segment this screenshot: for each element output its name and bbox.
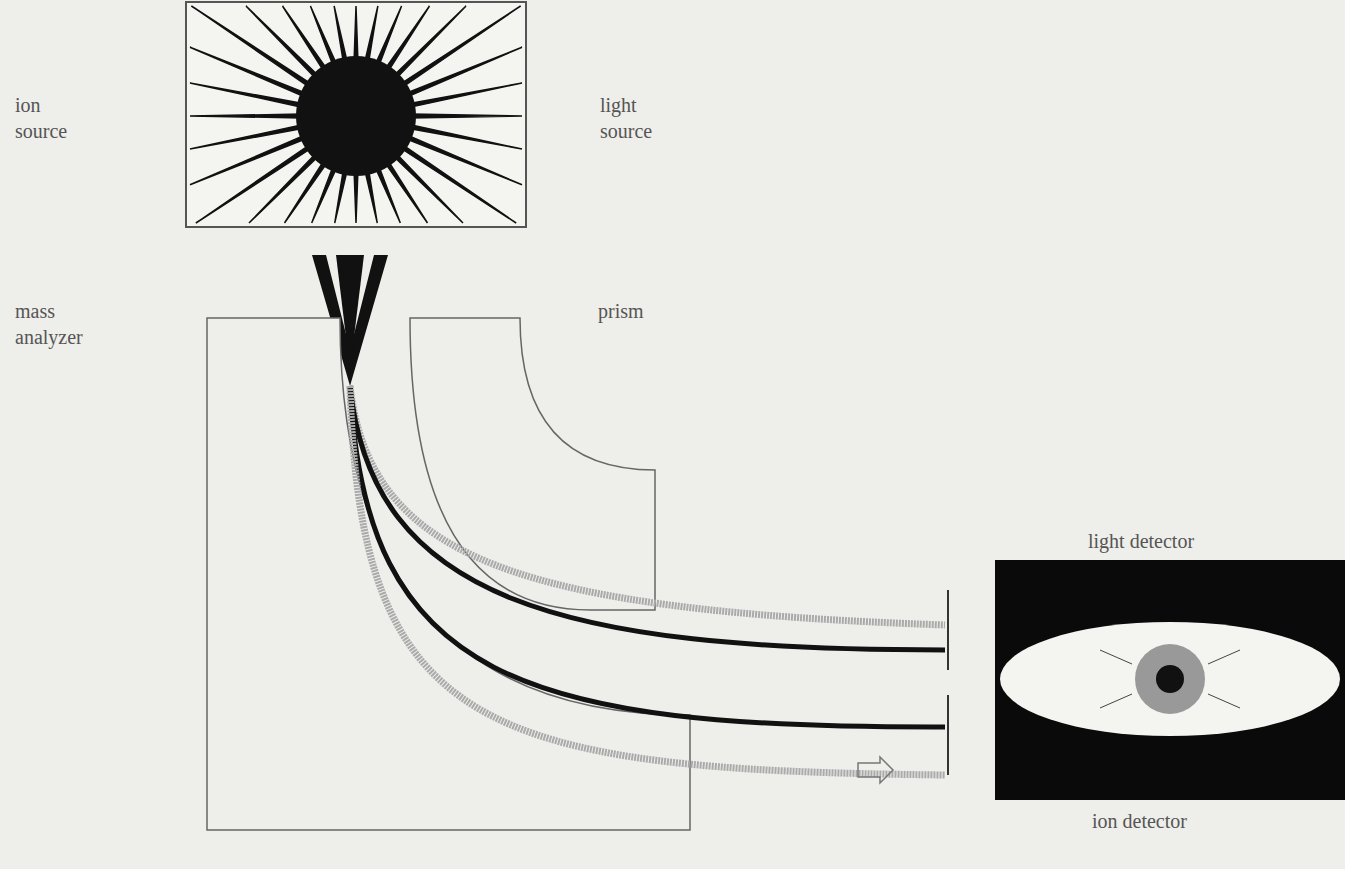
- sun-ray: [410, 83, 522, 107]
- part-label: ion source: [15, 92, 87, 144]
- eye-line: [1208, 694, 1240, 708]
- slit: [947, 695, 949, 775]
- sun-rays: [190, 6, 522, 223]
- sun-ray: [406, 47, 522, 97]
- part-label: light detector: [1088, 528, 1194, 554]
- sun-ray: [283, 6, 328, 71]
- sun-ray: [354, 171, 358, 223]
- eye-line: [1100, 694, 1132, 708]
- light-beam: [350, 386, 945, 775]
- sun-ray: [334, 6, 347, 62]
- sun-ray: [335, 170, 347, 223]
- sun-ray: [401, 145, 517, 223]
- sun-ray: [285, 161, 328, 223]
- direction-arrow: [858, 757, 893, 783]
- sun-ray: [190, 114, 301, 118]
- sun-ray: [411, 114, 522, 118]
- detector-box: [995, 560, 1345, 800]
- sun-ray: [375, 166, 400, 223]
- part-label: mass analyzer: [15, 298, 115, 350]
- sun-ray: [385, 161, 428, 223]
- slit: [947, 590, 949, 670]
- sun-ray: [190, 125, 302, 149]
- sun-ray: [190, 135, 306, 185]
- sun-ray: [365, 170, 377, 223]
- part-label: ion detector: [1092, 808, 1187, 834]
- eye-iris: [1135, 644, 1205, 714]
- light-beam: [350, 386, 945, 625]
- sun-disc: [296, 56, 416, 176]
- sun-ray: [354, 6, 358, 61]
- sun-ray: [365, 6, 378, 62]
- eye-line: [1100, 650, 1132, 664]
- ion-beam: [350, 386, 945, 650]
- sun-ray: [401, 6, 521, 87]
- part-label: prism: [598, 298, 644, 324]
- part-label: light source: [600, 92, 680, 144]
- eye-pupil: [1156, 665, 1184, 693]
- source-box: [186, 2, 526, 227]
- sun-ray: [191, 6, 311, 87]
- eye-line: [1208, 650, 1240, 664]
- eye-white: [1000, 622, 1340, 736]
- sun-ray: [310, 6, 336, 66]
